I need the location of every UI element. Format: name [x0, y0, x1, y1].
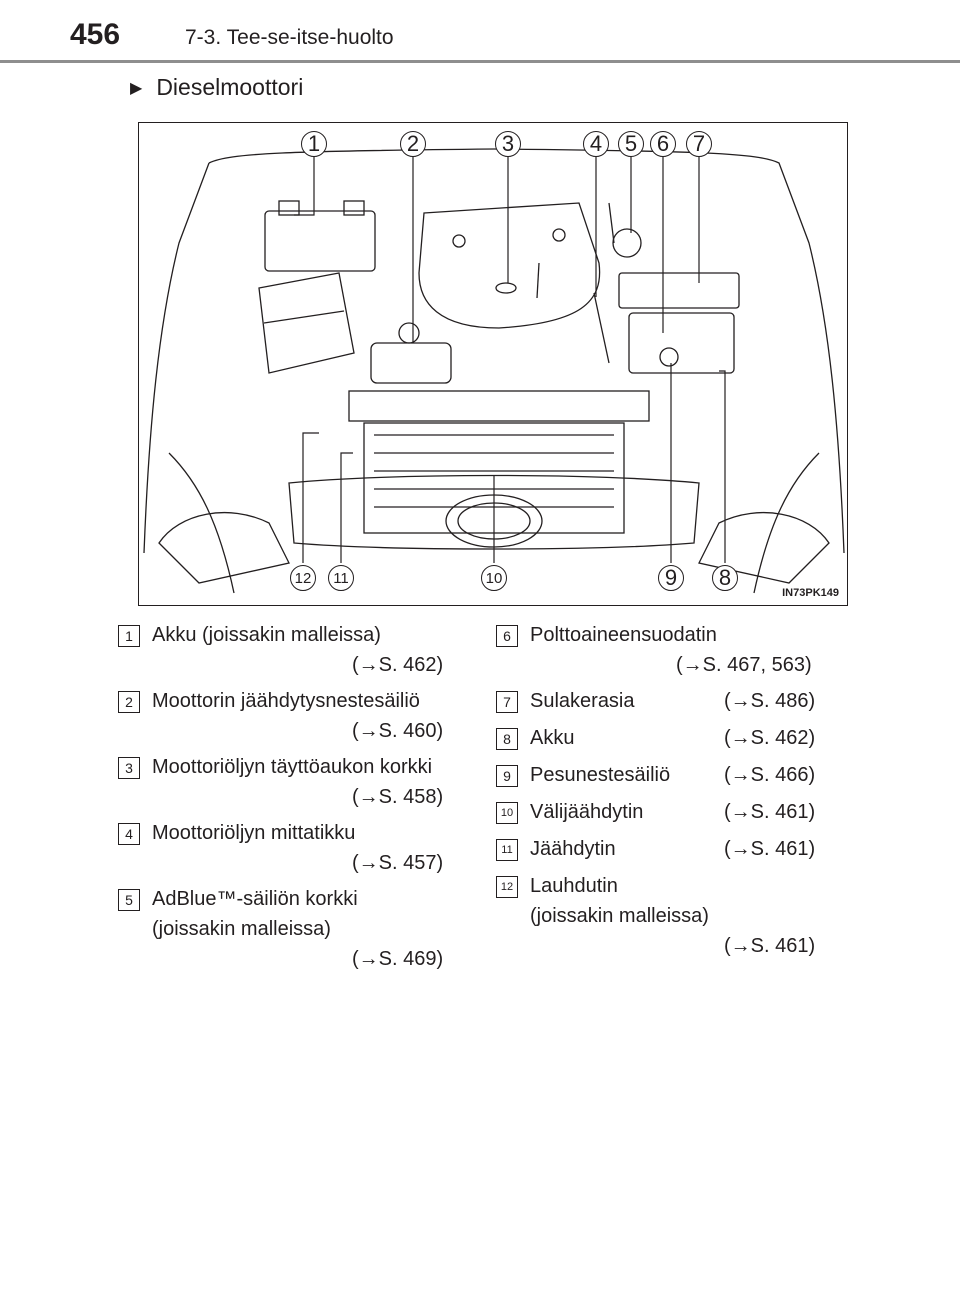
legend-label-line2: (joissakin malleissa)	[152, 918, 331, 940]
arrow-icon: →	[682, 654, 703, 676]
legend-ref: (→S. 462)	[724, 727, 816, 749]
callout-10: 10	[481, 565, 507, 591]
arrow-icon: →	[730, 838, 751, 860]
arrow-icon: →	[730, 764, 751, 786]
callout-1: 1	[301, 131, 327, 157]
legend-label: Moottoriöljyn täyttöaukon korkki	[152, 756, 433, 778]
figure-code: IN73PK149	[782, 587, 839, 599]
legend-number: 8	[496, 728, 518, 750]
legend-label: AdBlue™-säiliön korkki	[152, 888, 358, 910]
legend-ref: (→S. 461)	[724, 801, 816, 823]
legend-ref: (→S. 457)	[352, 852, 444, 874]
callout-6: 6	[650, 131, 676, 157]
arrow-icon: →	[358, 948, 379, 970]
subheading-text: Dieselmoottori	[156, 74, 304, 100]
arrow-icon: →	[358, 852, 379, 874]
header-divider	[0, 60, 960, 63]
legend-ref: (→S. 460)	[352, 720, 444, 742]
callout-4: 4	[583, 131, 609, 157]
legend-label: Sulakerasia	[530, 690, 635, 712]
legend-label: Jäähdytin	[530, 838, 616, 860]
legend-label: Akku	[530, 727, 575, 749]
arrow-icon: →	[358, 786, 379, 808]
triangle-bullet-icon: ▶	[130, 79, 143, 97]
legend-label: Moottorin jäähdytysnestesäiliö	[152, 690, 420, 712]
callout-2: 2	[400, 131, 426, 157]
legend-ref: (→S. 466)	[724, 764, 816, 786]
arrow-icon: →	[358, 720, 379, 742]
callout-8: 8	[712, 565, 738, 591]
legend-ref: (→S. 469)	[352, 948, 444, 970]
legend-number: 11	[496, 839, 518, 861]
legend-number: 3	[118, 757, 140, 779]
page-number: 456	[70, 18, 121, 51]
engine-bay-illustration	[143, 148, 845, 594]
legend-label: Pesunestesäiliö	[530, 764, 671, 786]
legend-ref: (→S. 467, 563)	[676, 654, 812, 676]
callout-12: 12	[290, 565, 316, 591]
legend-number: 5	[118, 889, 140, 911]
legend-ref: (→S. 458)	[352, 786, 444, 808]
callout-11: 11	[328, 565, 354, 591]
callout-9: 9	[658, 565, 684, 591]
legend-left: 1 Akku (joissakin malleissa) (→S. 462) 2…	[118, 622, 463, 982]
engine-bay-figure: 1 2 3 4 5 6 7 8 9 10 11 12 IN73PK149	[138, 122, 848, 606]
legend-label: Välijäähdytin	[530, 801, 644, 823]
callout-7: 7	[686, 131, 712, 157]
arrow-icon: →	[358, 654, 379, 676]
legend-number: 10	[496, 802, 518, 824]
callout-5: 5	[618, 131, 644, 157]
arrow-icon: →	[730, 727, 751, 749]
legend-label: Lauhdutin	[530, 875, 618, 897]
legend-number: 6	[496, 625, 518, 647]
legend-number: 9	[496, 765, 518, 787]
arrow-icon: →	[730, 690, 751, 712]
arrow-icon: →	[730, 801, 751, 823]
subheading: ▶ Dieselmoottori	[130, 74, 303, 101]
callout-3: 3	[495, 131, 521, 157]
legend-label-line2: (joissakin malleissa)	[530, 905, 709, 927]
legend-ref: (→S. 462)	[352, 654, 444, 676]
legend-ref: (→S. 461)	[724, 935, 816, 957]
legend-ref: (→S. 486)	[724, 690, 816, 712]
legend-label: Polttoaineensuodatin	[530, 624, 717, 646]
legend-number: 1	[118, 625, 140, 647]
legend-number: 7	[496, 691, 518, 713]
legend-number: 12	[496, 876, 518, 898]
legend-number: 2	[118, 691, 140, 713]
legend-ref: (→S. 461)	[724, 838, 816, 860]
legend-label: Moottoriöljyn mittatikku	[152, 822, 356, 844]
legend-right: 6 Polttoaineensuodatin (→S. 467, 563) 7 …	[496, 622, 836, 982]
legend-number: 4	[118, 823, 140, 845]
legend-label: Akku (joissakin malleissa)	[152, 624, 381, 646]
section-title: 7-3. Tee-se-itse-huolto	[185, 26, 394, 49]
arrow-icon: →	[730, 935, 751, 957]
